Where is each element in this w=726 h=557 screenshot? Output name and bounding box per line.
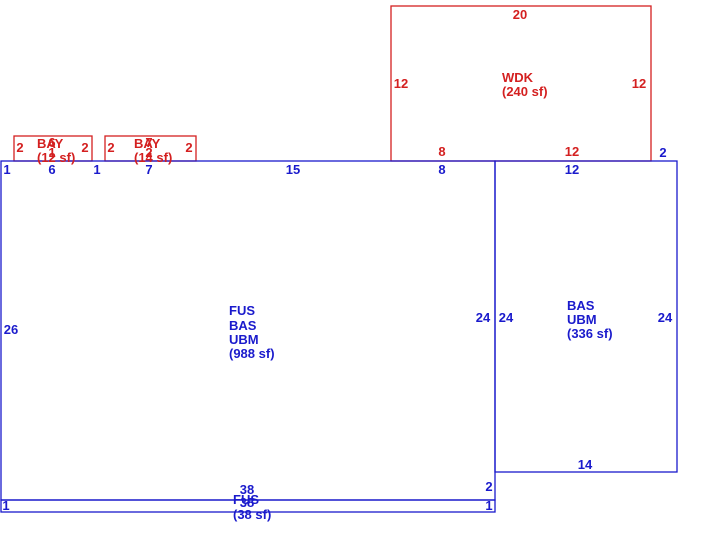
dim-bay2-top-b: 2	[145, 145, 152, 160]
area-main-line2: BAS	[229, 318, 257, 333]
dim-bay1-right: 2	[81, 140, 88, 155]
strip-outline	[0, 499, 496, 513]
dim-strip-left: 1	[2, 498, 9, 513]
area-strip-size: (38 sf)	[233, 507, 271, 522]
dim-wdk-bottom-left: 8	[438, 144, 445, 159]
east-outline	[494, 160, 678, 473]
dim-strip-top: 38	[240, 482, 254, 497]
area-strip-code: FUS	[233, 492, 259, 507]
area-main-line3: UBM	[229, 332, 259, 347]
area-bay1-size: (12 sf)	[37, 150, 75, 165]
dim-east-left: 24	[499, 310, 514, 325]
area-east-size: (336 sf)	[567, 326, 613, 341]
dim-bay2-right: 2	[185, 140, 192, 155]
dim-main-top-1b: 1	[93, 162, 100, 177]
area-east-line2: UBM	[567, 312, 597, 327]
area-wdk-code: WDK	[502, 70, 534, 85]
dim-wdk-right: 12	[632, 76, 646, 91]
dim-east-bottom: 14	[578, 457, 593, 472]
dim-wdk-bottom-right: 12	[565, 144, 579, 159]
dim-wdk-left: 12	[394, 76, 408, 91]
dim-main-top-1: 1	[3, 162, 10, 177]
area-main-size: (988 sf)	[229, 346, 275, 361]
area-east-line1: BAS	[567, 298, 595, 313]
area-wdk-size: (240 sf)	[502, 84, 548, 99]
dim-east-right: 24	[658, 310, 673, 325]
dim-main-top-8: 8	[438, 162, 445, 177]
dim-bay2-top-a: 7	[145, 135, 152, 150]
dim-bay2-left: 2	[107, 140, 114, 155]
dim-strip-right: 1	[485, 498, 492, 513]
dim-bay1-top-a: 6	[48, 135, 55, 150]
dim-strip-bottom: 38	[240, 495, 254, 510]
dim-wdk-top: 20	[513, 7, 527, 22]
dim-east-top-12: 12	[565, 162, 579, 177]
dim-main-top-15: 15	[286, 162, 300, 177]
dim-strip-corner: 2	[485, 479, 492, 494]
dim-main-left: 26	[4, 322, 18, 337]
area-bay2-size: (14 sf)	[134, 150, 172, 165]
dim-east-top-2: 2	[659, 145, 666, 160]
area-bay2-code: BAY	[134, 136, 161, 151]
dim-main-top-6: 6	[48, 162, 55, 177]
dim-main-top-7: 7	[145, 162, 152, 177]
dim-bay1-top-b: 1	[48, 145, 55, 160]
area-main-line1: FUS	[229, 303, 255, 318]
dim-bay1-left: 2	[16, 140, 23, 155]
dim-main-right: 24	[476, 310, 491, 325]
area-bay1-code: BAY	[37, 136, 64, 151]
